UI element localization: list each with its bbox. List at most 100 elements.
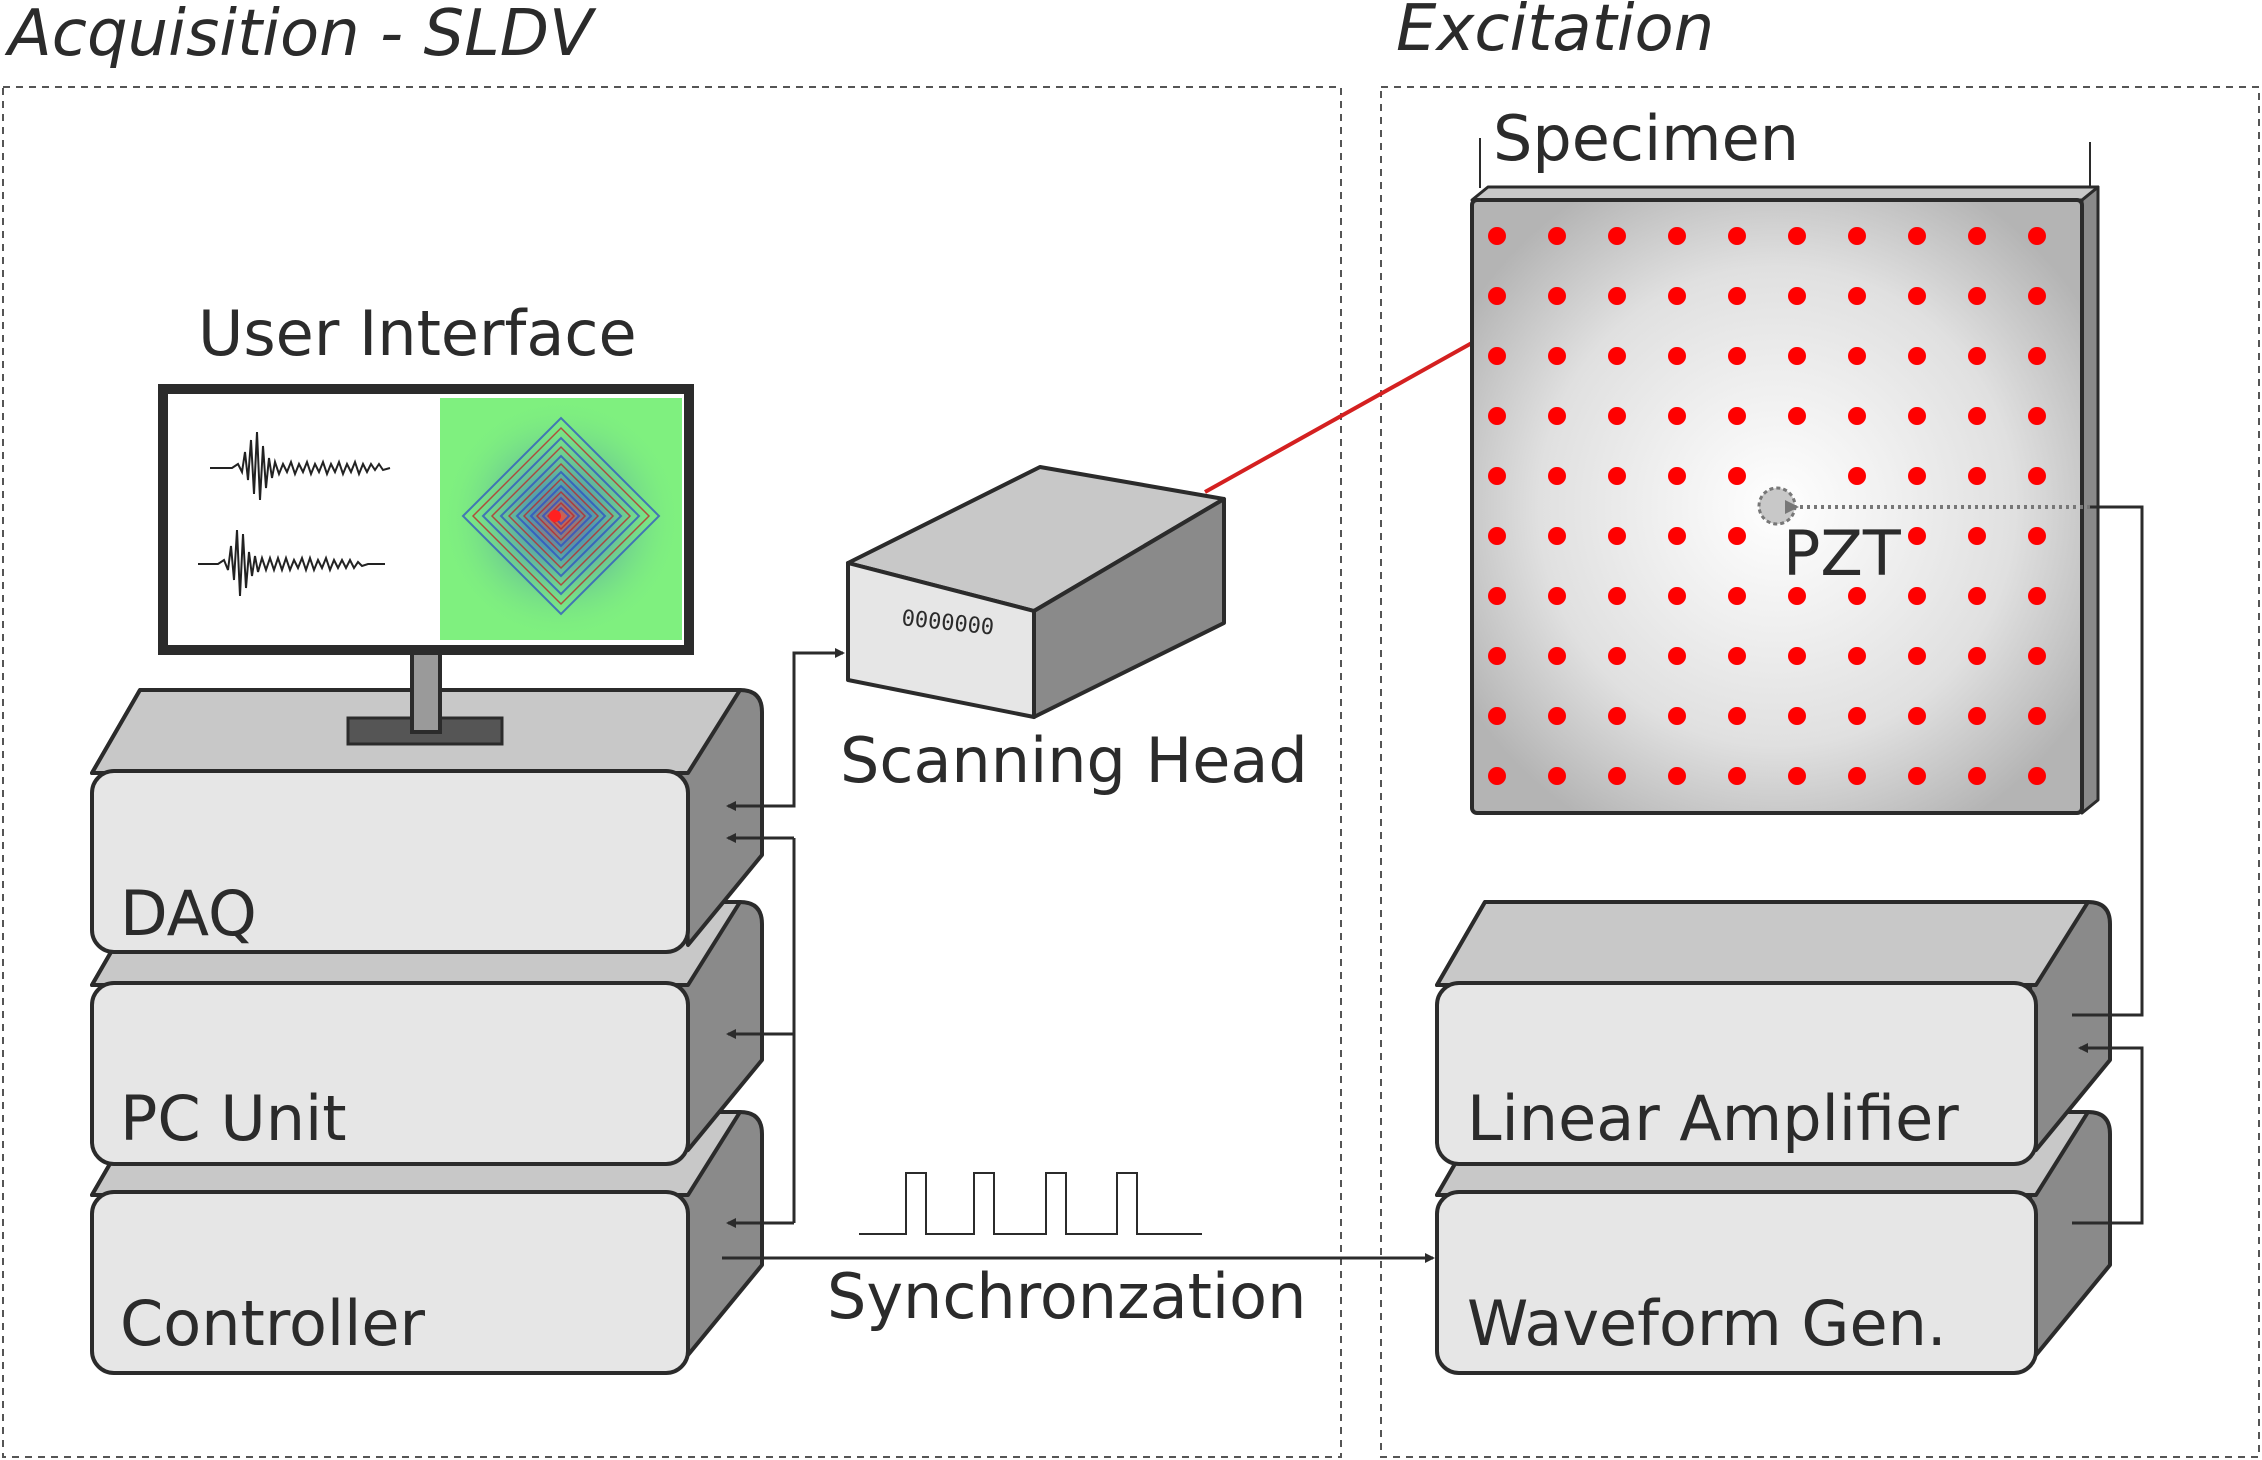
scan-point	[1788, 707, 1806, 725]
scan-point	[1908, 587, 1926, 605]
scan-point	[1968, 707, 1986, 725]
scan-point	[1608, 527, 1626, 545]
scan-point	[1848, 347, 1866, 365]
scan-point	[1728, 227, 1746, 245]
scan-point	[1908, 527, 1926, 545]
scan-point	[1908, 347, 1926, 365]
scan-point	[1488, 287, 1506, 305]
scan-point	[1848, 647, 1866, 665]
scan-point	[1548, 707, 1566, 725]
waveform-trace-1	[210, 431, 391, 501]
scan-point	[1548, 467, 1566, 485]
scan-point	[1968, 647, 1986, 665]
excitation-frame	[1380, 86, 2260, 1458]
linear-amplifier: Linear Amplifier	[1435, 900, 2112, 1166]
scan-point	[1548, 647, 1566, 665]
scan-point	[1908, 767, 1926, 785]
pzt-label: PZT	[1783, 517, 1902, 590]
scan-point	[1668, 647, 1686, 665]
acquisition-title: Acquisition - SLDV	[4, 0, 597, 71]
waveform-trace-2	[198, 529, 385, 597]
scan-point	[1968, 587, 1986, 605]
scan-point	[2028, 767, 2046, 785]
daq-unit: DAQ	[90, 688, 764, 954]
scan-point	[1788, 407, 1806, 425]
scan-point	[1848, 467, 1866, 485]
scan-point	[1728, 287, 1746, 305]
scan-point	[2028, 227, 2046, 245]
scan-point	[1548, 407, 1566, 425]
sync-pulse-train	[859, 1172, 1202, 1235]
scan-point	[1908, 227, 1926, 245]
excitation-title: Excitation	[1396, 0, 1714, 66]
specimen-plate	[1470, 138, 2100, 815]
scan-point	[1488, 707, 1506, 725]
scan-point	[1668, 527, 1686, 545]
scan-point	[2028, 587, 2046, 605]
amp-to-pzt-line	[2072, 505, 2144, 1017]
scan-point	[2028, 527, 2046, 545]
scan-point	[2028, 347, 2046, 365]
scan-point	[2028, 647, 2046, 665]
scan-point	[1608, 587, 1626, 605]
scan-point	[1788, 287, 1806, 305]
waveform-gen-label: Waveform Gen.	[1467, 1287, 1947, 1360]
scanning-head: 0000000	[846, 465, 1226, 719]
scan-point	[1968, 287, 1986, 305]
scan-point	[1788, 347, 1806, 365]
scan-point	[1908, 647, 1926, 665]
scan-point	[1848, 707, 1866, 725]
scan-point	[2028, 287, 2046, 305]
scan-point	[1848, 767, 1866, 785]
connection-lines	[722, 505, 2144, 1263]
linear-amplifier-label: Linear Amplifier	[1467, 1082, 1959, 1155]
scan-point	[1788, 767, 1806, 785]
scan-point	[1848, 587, 1866, 605]
scan-point	[1968, 227, 1986, 245]
scan-point	[1668, 407, 1686, 425]
scan-point	[1488, 227, 1506, 245]
scan-point	[1848, 227, 1866, 245]
scan-point	[1548, 527, 1566, 545]
scan-point	[1728, 407, 1746, 425]
user-interface-monitor	[158, 384, 694, 746]
scan-point	[1668, 587, 1686, 605]
scan-point	[1908, 407, 1926, 425]
scan-point	[1548, 587, 1566, 605]
scan-point	[1668, 347, 1686, 365]
scan-point-grid	[1488, 227, 2046, 785]
scan-point	[1788, 587, 1806, 605]
scan-point	[1728, 587, 1746, 605]
scan-point	[1608, 227, 1626, 245]
scan-point	[1908, 287, 1926, 305]
scan-point	[1788, 647, 1806, 665]
scan-point	[1608, 287, 1626, 305]
scan-point	[1728, 527, 1746, 545]
scan-point	[1728, 347, 1746, 365]
user-interface-label: User Interface	[198, 297, 637, 370]
scanning-head-label: Scanning Head	[840, 724, 1308, 797]
scan-point	[1968, 347, 1986, 365]
wavefield-pattern	[440, 398, 682, 640]
scan-point	[1908, 467, 1926, 485]
scan-point	[1548, 227, 1566, 245]
scan-point	[1668, 767, 1686, 785]
scan-point	[1908, 707, 1926, 725]
scan-point	[1968, 407, 1986, 425]
scan-point	[1608, 467, 1626, 485]
scan-point	[1608, 647, 1626, 665]
scan-point	[1788, 227, 1806, 245]
scan-point	[1548, 347, 1566, 365]
scan-point	[1728, 467, 1746, 485]
scan-point	[1488, 587, 1506, 605]
scan-point	[1668, 287, 1686, 305]
pc-unit-label: PC Unit	[120, 1082, 347, 1155]
scan-point	[1548, 767, 1566, 785]
controller-label: Controller	[120, 1287, 425, 1360]
scan-point	[1488, 527, 1506, 545]
scan-point	[2028, 407, 2046, 425]
scan-point	[1968, 467, 1986, 485]
scan-point	[1968, 767, 1986, 785]
scan-point	[1848, 407, 1866, 425]
scan-point	[1608, 407, 1626, 425]
